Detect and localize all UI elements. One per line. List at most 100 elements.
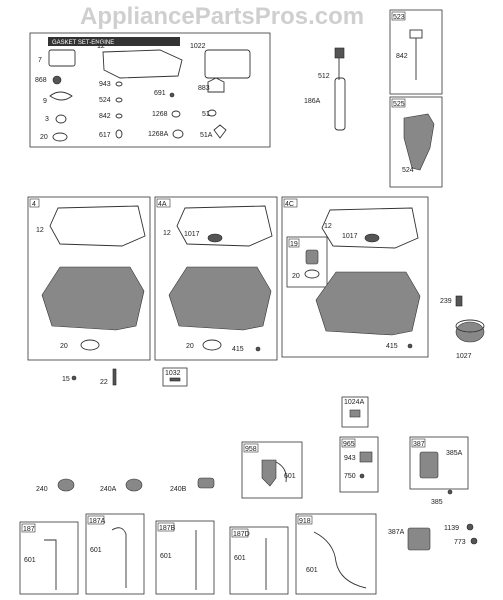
part-385[interactable]	[447, 489, 453, 495]
box-187-tag: 187	[23, 526, 35, 533]
sump-4-gasket[interactable]	[49, 205, 146, 247]
sump-4-body[interactable]	[41, 266, 145, 331]
cover-gasket-1022-part[interactable]	[204, 49, 251, 79]
fuel-pump-387a[interactable]	[407, 527, 431, 551]
box-965-label-750: 750	[344, 473, 356, 480]
oil-fill-tube-part[interactable]	[403, 113, 435, 171]
label-1027: 1027	[456, 353, 472, 360]
label-512: 512	[318, 73, 330, 80]
label-883: 883	[198, 85, 210, 92]
part-51[interactable]	[207, 109, 217, 117]
box-523-tag: 523	[393, 14, 405, 21]
label-1268a: 1268A	[148, 131, 169, 138]
sump-4a-seal[interactable]	[202, 339, 222, 351]
fuel-filter-240[interactable]	[57, 478, 75, 492]
box-525[interactable]: 525 524	[389, 96, 443, 188]
valve-cover-gasket-part[interactable]	[48, 49, 76, 67]
part-842[interactable]	[115, 113, 123, 119]
sump-box-4[interactable]: 4 12 20	[27, 196, 151, 361]
label-9: 9	[43, 98, 47, 105]
box-187b-label-601: 601	[160, 553, 172, 560]
fuel-filters-row[interactable]: 240 240A 240B	[36, 477, 215, 493]
label-20: 20	[40, 134, 48, 141]
box-958[interactable]: 958 601	[241, 441, 303, 499]
part-1268a[interactable]	[172, 129, 184, 139]
part-943[interactable]	[115, 81, 123, 87]
sump-4c-label-415: 415	[386, 343, 398, 350]
part-524[interactable]	[115, 97, 123, 103]
bolt-22[interactable]	[112, 368, 117, 386]
sump-4-seal[interactable]	[80, 339, 100, 351]
box-187d[interactable]: 187D 601	[229, 526, 289, 595]
box-1024a[interactable]	[341, 396, 369, 428]
sump-box-4c[interactable]: 4C 12 1017 19 20 415	[281, 196, 429, 358]
label-842b: 842	[396, 53, 408, 60]
box-187b[interactable]: 187B 601	[155, 520, 215, 595]
bearing-19-part[interactable]	[305, 249, 319, 265]
part-51a[interactable]	[213, 124, 227, 139]
box-965[interactable]: 965 943 750	[339, 436, 379, 493]
label-1022: 1022	[190, 43, 206, 50]
sump-4a-body[interactable]	[168, 266, 272, 331]
sump-4c-body[interactable]	[315, 271, 421, 336]
part-1032[interactable]	[169, 377, 181, 382]
part-691[interactable]	[169, 92, 175, 98]
part-750[interactable]	[359, 473, 365, 479]
seal-part[interactable]	[52, 75, 62, 85]
gasket-9-part[interactable]	[49, 91, 73, 101]
part-773[interactable]	[470, 537, 478, 545]
label-387a: 387A	[388, 529, 405, 536]
fuel-pump-387[interactable]	[419, 451, 439, 479]
box-187a-tag: 187A	[89, 518, 106, 525]
sump-4a-part-1017[interactable]	[207, 233, 223, 243]
sump-4c-gasket[interactable]	[321, 207, 419, 249]
sump-4a-tag: 4A	[158, 201, 167, 208]
seal-3-part[interactable]	[55, 114, 67, 124]
part-943b[interactable]	[359, 451, 373, 463]
oil-seal-20-part[interactable]	[52, 132, 68, 142]
part-523-body[interactable]	[409, 29, 423, 39]
box-918[interactable]: 918 601	[295, 513, 377, 595]
sump-box-4a[interactable]: 4A 12 1017 20 415	[154, 196, 278, 361]
label-3: 3	[45, 116, 49, 123]
fuel-pump-group[interactable]: 387A 1139 773	[388, 523, 478, 551]
sump-4a-gasket[interactable]	[176, 205, 273, 247]
sump-4c-part-415[interactable]	[407, 343, 413, 349]
label-240b: 240B	[170, 486, 187, 493]
sump-4a-part-415[interactable]	[255, 346, 261, 352]
part-1139[interactable]	[466, 523, 474, 531]
box-187d-label-601: 601	[234, 555, 246, 562]
sump-4-label-12: 12	[36, 227, 44, 234]
part-1024a[interactable]	[349, 409, 361, 418]
oil-filter-group[interactable]: 239 1027	[440, 295, 485, 360]
fuel-valve-part[interactable]	[261, 459, 277, 487]
box-523[interactable]: 523 842	[389, 9, 443, 95]
label-240: 240	[36, 486, 48, 493]
box-187a[interactable]: 187A 601	[85, 513, 145, 595]
box-525-tag: 525	[393, 101, 405, 108]
part-883[interactable]	[207, 77, 225, 93]
box-187[interactable]: 187 601	[19, 521, 79, 595]
box-187d-tag: 187D	[233, 531, 250, 538]
sump-4c-part-1017[interactable]	[364, 233, 380, 243]
fuel-filter-240a[interactable]	[125, 478, 143, 492]
part-1268[interactable]	[171, 110, 181, 118]
box-187-label-601: 601	[24, 557, 36, 564]
part-617[interactable]	[115, 129, 123, 139]
fuel-filter-240b[interactable]	[197, 477, 215, 489]
sump-4c-seal[interactable]	[304, 269, 320, 279]
sump-4a-label-20: 20	[186, 343, 194, 350]
sump-4c-subbox-19[interactable]	[286, 236, 328, 288]
misc-parts-row[interactable]: 15 22 1032 1024A	[62, 367, 369, 428]
dipstick-assembly[interactable]: 512 186A	[304, 47, 346, 131]
part-239[interactable]	[455, 295, 463, 307]
part-15[interactable]	[71, 375, 77, 381]
crankcase-gasket-part[interactable]	[102, 49, 183, 79]
gasket-kit-box[interactable]: GASKET SET-ENGINE 7 868 9 3 20 12 943 52…	[29, 32, 271, 148]
label-1032: 1032	[165, 370, 181, 377]
box-1032[interactable]	[162, 367, 188, 387]
box-387[interactable]: 387 385A 385	[409, 436, 469, 506]
sump-4c-label-1017: 1017	[342, 233, 358, 240]
box-958-label-601: 601	[284, 473, 296, 480]
label-186a: 186A	[304, 98, 321, 105]
